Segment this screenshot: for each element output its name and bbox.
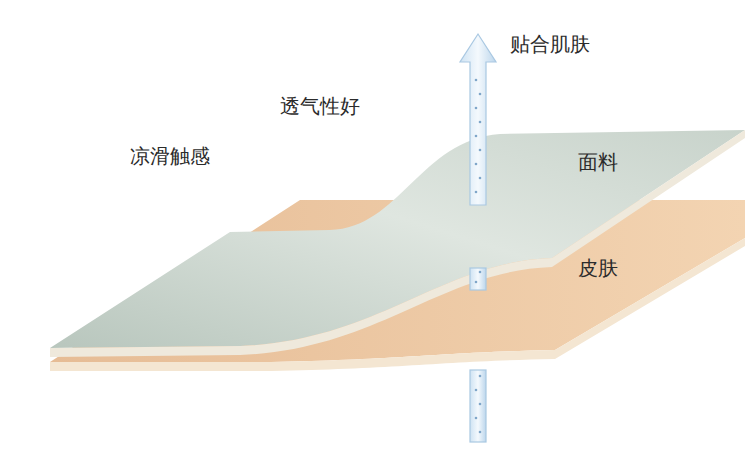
moisture-dot [479, 375, 482, 378]
fabric-layer [50, 130, 745, 348]
callout-label: 凉滑触感 [130, 144, 210, 168]
moisture-dot [475, 79, 478, 82]
moisture-dots [475, 79, 482, 434]
moisture-dot [475, 389, 478, 392]
moisture-dot [475, 135, 478, 138]
moisture-dot [479, 149, 482, 152]
moisture-dot [475, 281, 478, 284]
moisture-dot [475, 107, 478, 110]
moisture-dot [479, 93, 482, 96]
moisture-dot [479, 431, 482, 434]
moisture-dot [479, 403, 482, 406]
moisture-dot [479, 121, 482, 124]
callout-label: 贴合肌肤 [510, 32, 590, 56]
moisture-dot [475, 417, 478, 420]
moisture-dot [475, 163, 478, 166]
moisture-dot [479, 271, 482, 274]
callout-label: 透气性好 [280, 94, 360, 118]
callout-label: 面料 [578, 150, 618, 174]
fabric-edge [50, 130, 745, 357]
airflow-arrow [460, 34, 496, 442]
moisture-dot [475, 191, 478, 194]
callout-label: 皮肤 [578, 256, 618, 280]
moisture-dot [479, 177, 482, 180]
